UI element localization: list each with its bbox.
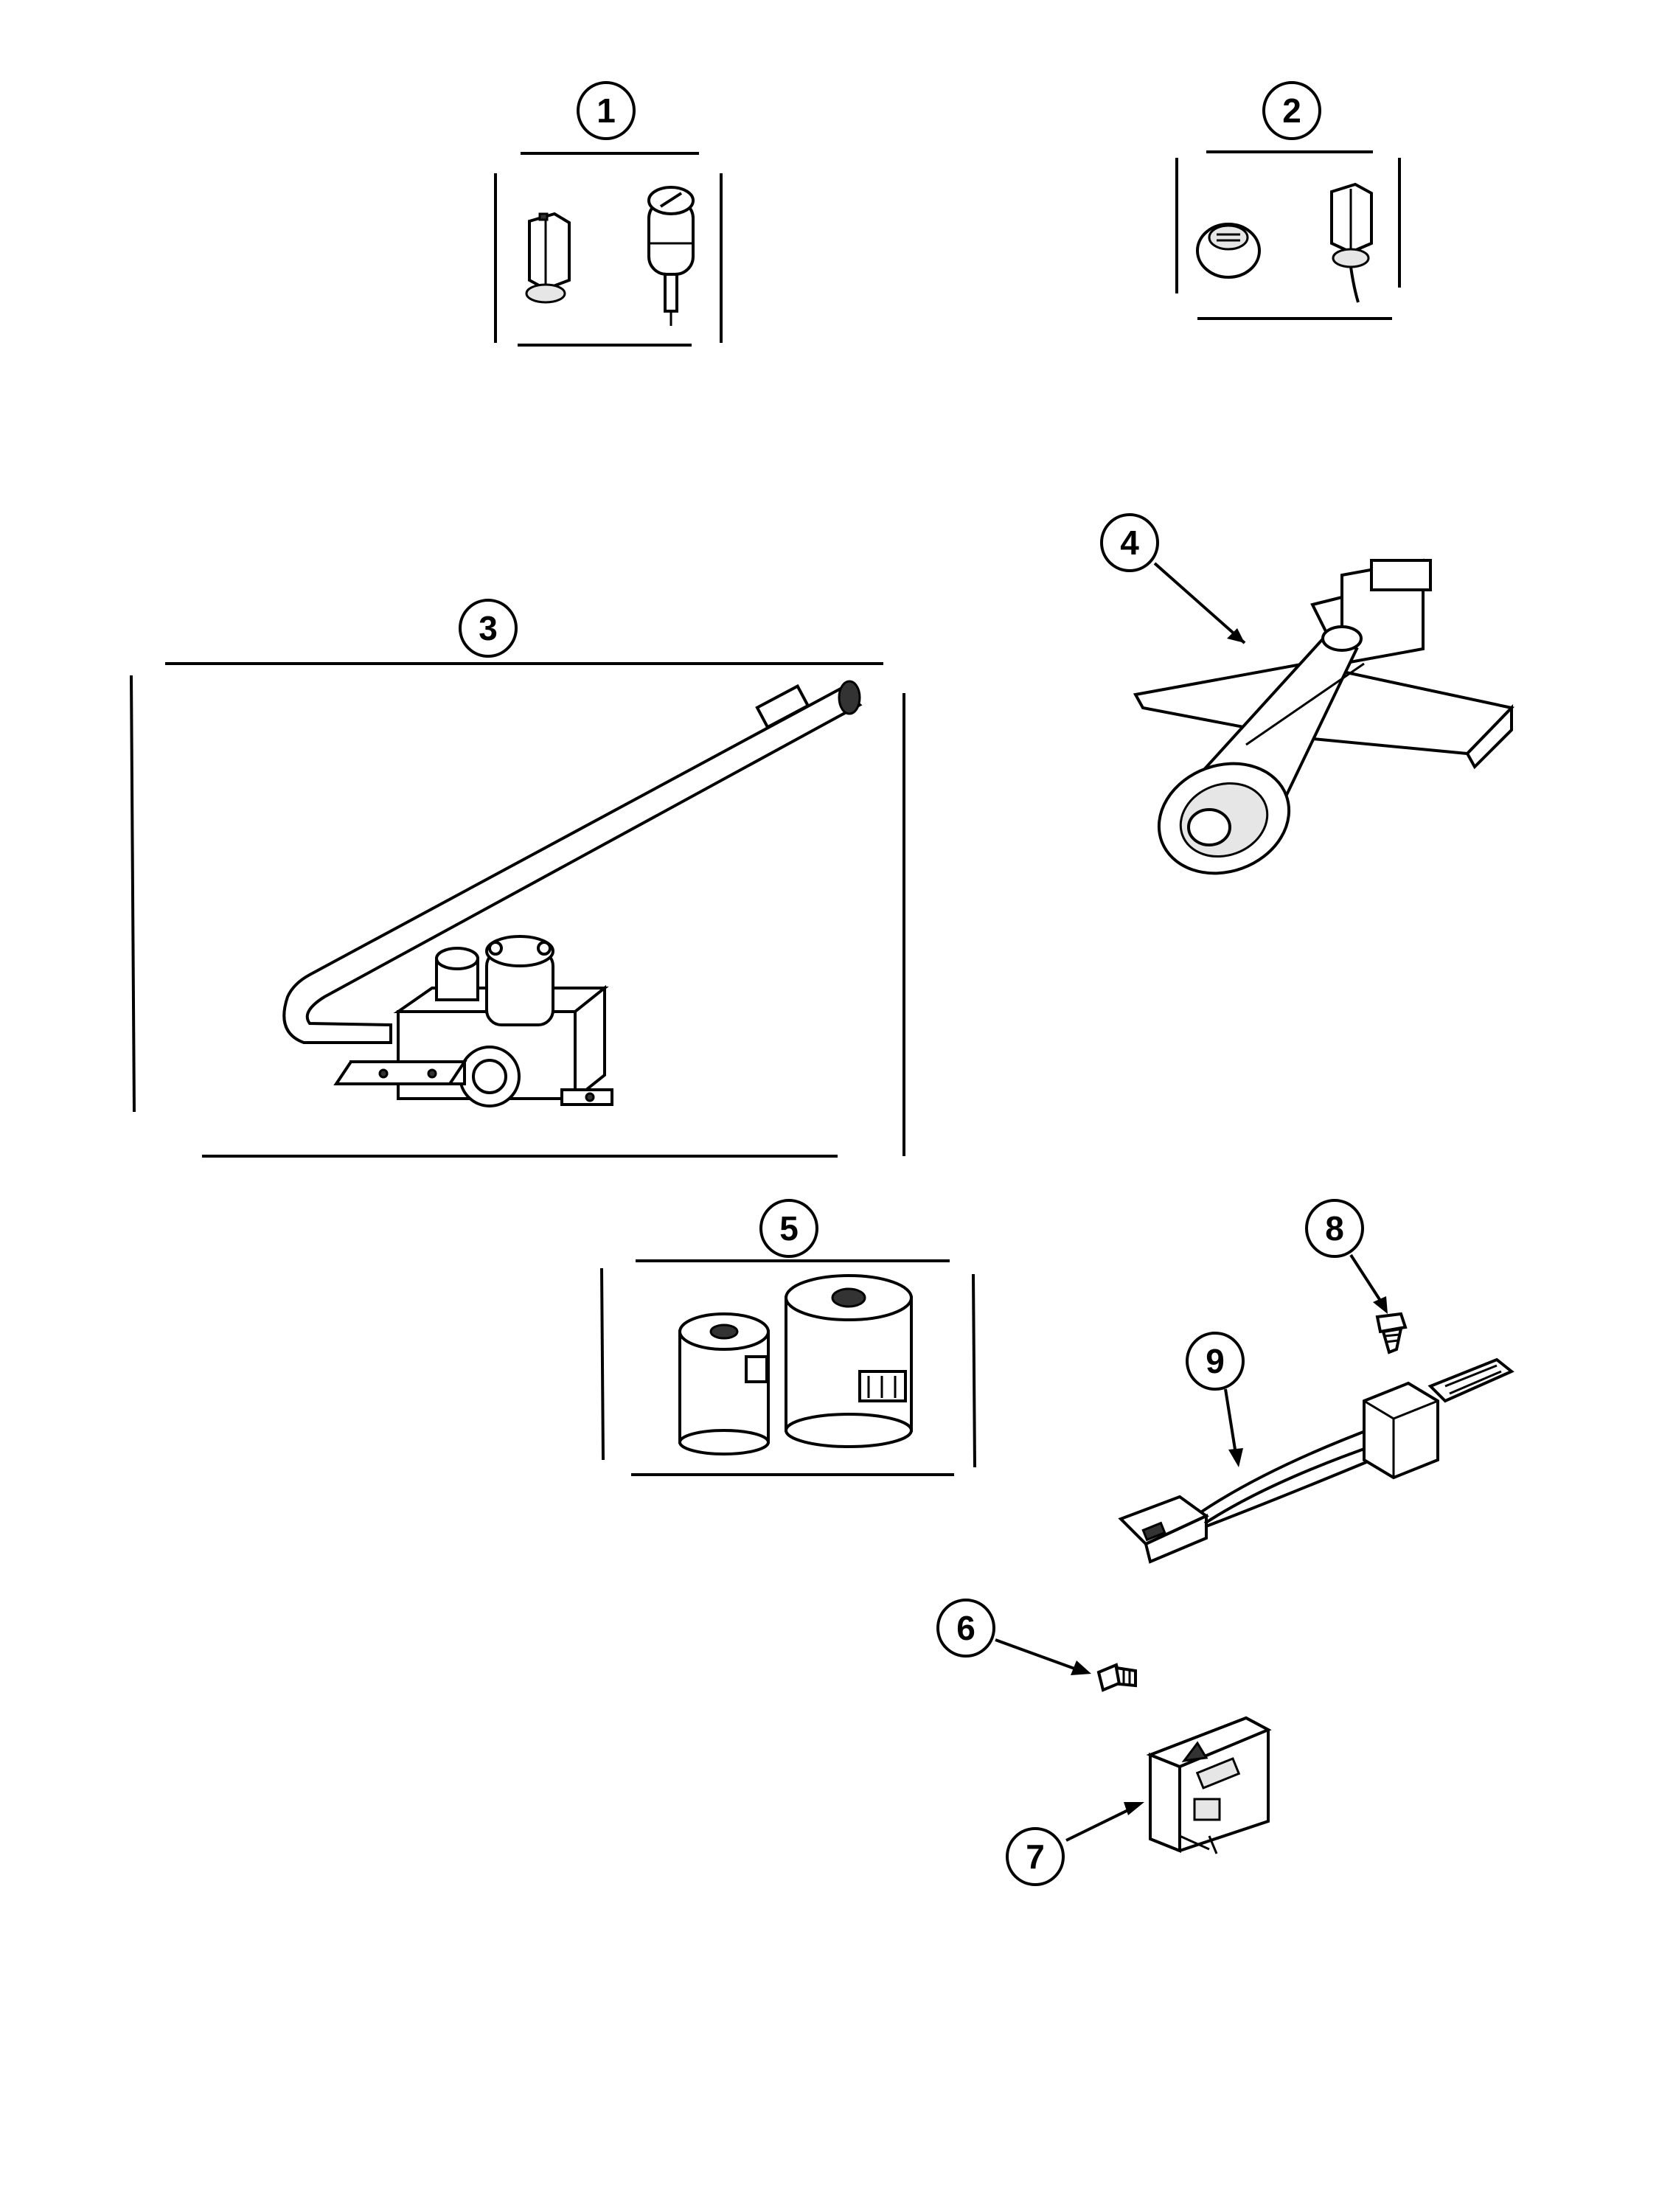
svg-text:8: 8	[1325, 1209, 1344, 1248]
burner-assembly-icon	[1133, 558, 1514, 875]
callout-2[interactable]: 2	[1262, 81, 1321, 140]
svg-text:3: 3	[479, 609, 498, 647]
callout-7[interactable]: 7	[1006, 1827, 1065, 1886]
part-group-7: 7	[1006, 1716, 1272, 1886]
orifice-fittings-icon	[525, 186, 695, 326]
callout-5[interactable]: 5	[759, 1199, 818, 1258]
callout-9[interactable]: 9	[1186, 1332, 1245, 1391]
svg-text:9: 9	[1206, 1342, 1225, 1380]
part-group-9: 9	[1118, 1332, 1514, 1564]
part-group-1: 1	[494, 81, 723, 347]
callout-8[interactable]: 8	[1305, 1199, 1364, 1258]
callout-3[interactable]: 3	[459, 599, 518, 658]
gas-valve-manifold-icon	[282, 680, 863, 1107]
callout-4[interactable]: 4	[1100, 513, 1159, 572]
callout-6[interactable]: 6	[936, 1599, 995, 1658]
screw-icon	[1375, 1312, 1408, 1354]
part-group-8: 8	[1305, 1199, 1408, 1354]
svg-text:4: 4	[1120, 524, 1139, 562]
part-group-2: 2	[1175, 81, 1401, 320]
part-group-4: 4	[1100, 513, 1514, 875]
svg-text:6: 6	[956, 1609, 975, 1647]
orifice-fittings-icon	[1196, 182, 1373, 303]
svg-text:7: 7	[1026, 1837, 1045, 1876]
part-group-5: 5	[600, 1199, 976, 1476]
svg-text:2: 2	[1282, 91, 1301, 130]
callout-1[interactable]: 1	[577, 81, 636, 140]
bracket-icon	[1146, 1716, 1272, 1854]
valve-coil-kit-icon	[678, 1274, 913, 1455]
part-group-3: 3	[130, 599, 905, 1158]
svg-text:5: 5	[779, 1209, 799, 1248]
igniter-icon	[1118, 1357, 1514, 1564]
part-group-6: 6	[936, 1599, 1137, 1692]
screw-icon	[1096, 1663, 1137, 1692]
svg-text:1: 1	[597, 91, 616, 130]
